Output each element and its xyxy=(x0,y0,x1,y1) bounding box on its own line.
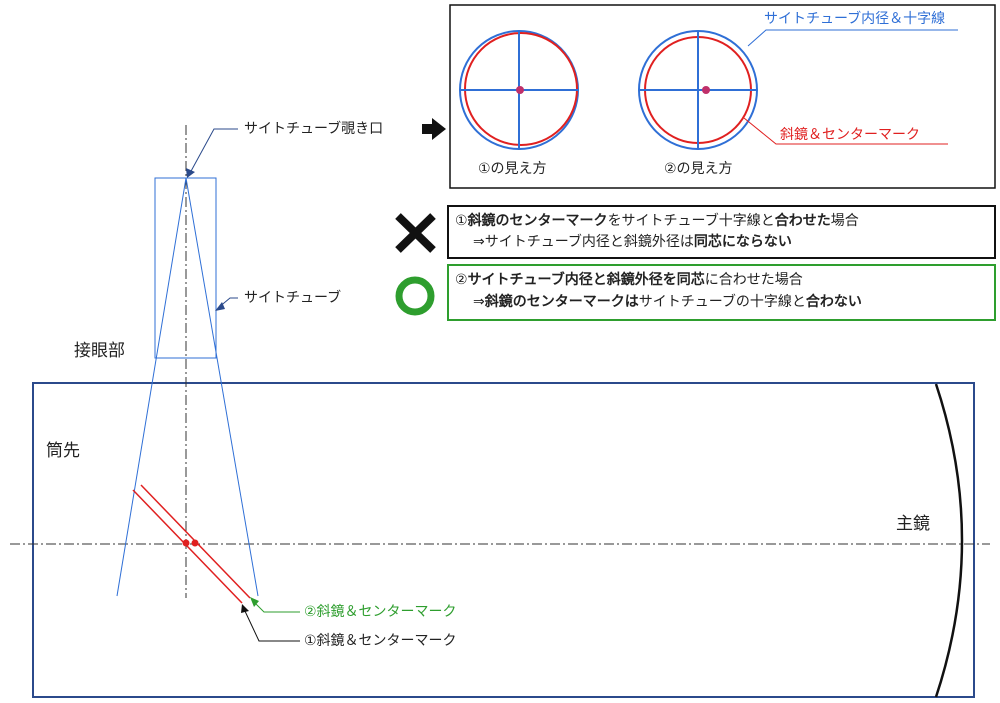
caption-view2: ②の見え方 xyxy=(664,161,733,177)
leader-mark2 xyxy=(253,601,300,613)
label-sight-tube-peephole: サイトチューブ覗き口 xyxy=(244,121,384,137)
wrong-case-box xyxy=(447,205,996,259)
center-mark-1 xyxy=(182,539,190,547)
wrong-case-line1: ①斜鏡のセンターマークをサイトチューブ十字線と合わせた場合 xyxy=(455,214,859,228)
view-cone-right xyxy=(185,177,259,597)
center-mark-2 xyxy=(191,539,199,547)
view2-center-mark xyxy=(702,86,710,94)
primary-mirror xyxy=(934,383,964,698)
message-segment: ① xyxy=(455,213,468,229)
leader-inner-label xyxy=(747,29,958,47)
leader-sight-tube-arrowhead xyxy=(215,302,225,311)
right-case-line2: ⇒斜鏡のセンターマークはサイトチューブの十字線と合わない xyxy=(473,295,862,309)
message-segment: に合わせた場合 xyxy=(704,272,803,288)
message-segment: 斜鏡のセンターマーク xyxy=(467,213,608,229)
label-mark1: ①斜鏡＆センターマーク xyxy=(304,633,457,649)
message-segment: ⇒サイトチューブ内径と斜鏡外径は xyxy=(473,234,694,250)
label-sight-tube: サイトチューブ xyxy=(244,290,342,306)
view-cone-left xyxy=(116,177,187,597)
leader-mark1-arrowhead xyxy=(241,604,249,613)
message-segment: 合わせた xyxy=(774,213,831,229)
secondary-mirror-1 xyxy=(132,489,243,604)
view1-center-mark xyxy=(516,86,524,94)
view-panel xyxy=(449,4,996,189)
label-primary-mirror: 主鏡 xyxy=(896,514,930,534)
message-segment: サイトチューブ内径と斜鏡外径を同芯 xyxy=(467,272,705,288)
leader-peephole-arrowhead xyxy=(186,168,195,178)
message-segment: 斜鏡のセンターマークは xyxy=(484,294,639,310)
leader-mark2-arrowhead xyxy=(250,597,259,607)
leader-mirror-label xyxy=(743,117,948,145)
right-case-line1: ②サイトチューブ内径と斜鏡外径を同芯に合わせた場合 xyxy=(455,273,803,287)
right-case-box xyxy=(447,264,996,321)
message-segment: 同芯にならない xyxy=(693,234,792,250)
message-segment: 合わない xyxy=(805,294,862,310)
leader-mark1 xyxy=(243,608,300,642)
arrow-to-view-panel xyxy=(422,118,446,140)
message-segment: サイトチューブの十字線と xyxy=(638,294,806,310)
telescope-tube xyxy=(32,382,975,698)
circle-ok-icon xyxy=(395,276,435,316)
label-eyepiece-part: 接眼部 xyxy=(74,341,125,361)
label-mirror-center-mark: 斜鏡＆センターマーク xyxy=(780,127,920,143)
wrong-case-line2: ⇒サイトチューブ内径と斜鏡外径は同芯にならない xyxy=(473,235,792,249)
message-segment: ② xyxy=(455,272,468,288)
label-mark2: ②斜鏡＆センターマーク xyxy=(304,604,457,620)
leader-peephole xyxy=(189,128,238,174)
message-segment: をサイトチューブ十字線と xyxy=(607,213,775,229)
label-tube-front: 筒先 xyxy=(46,441,80,461)
label-tube-inner-crosshair: サイトチューブ内径＆十字線 xyxy=(764,11,946,27)
message-segment: ⇒ xyxy=(473,294,485,310)
caption-view1: ①の見え方 xyxy=(478,161,547,177)
message-segment: 場合 xyxy=(830,213,859,229)
cross-icon xyxy=(395,213,436,253)
